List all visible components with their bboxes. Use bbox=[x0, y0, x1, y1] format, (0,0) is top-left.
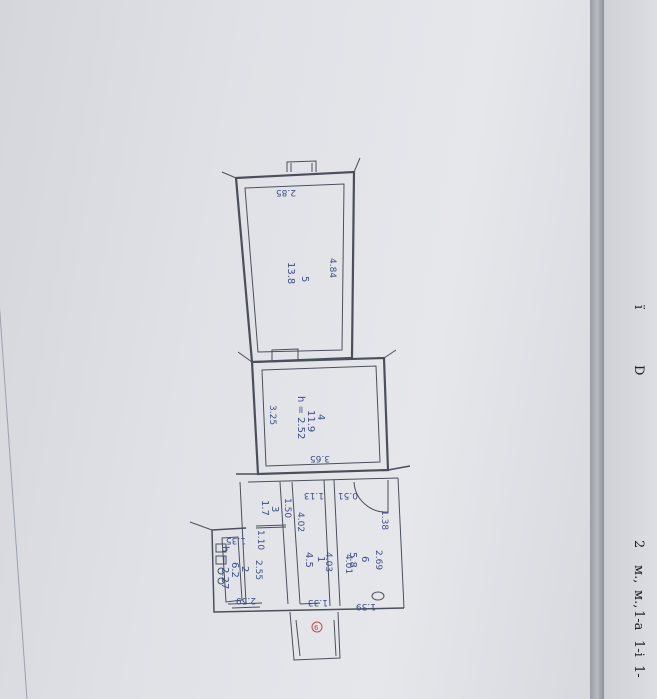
dimension-label: 4.01 bbox=[343, 554, 353, 574]
right-page: 1- 1-i 1-a м., м., 2 D ї bbox=[604, 0, 657, 699]
dimension-label: 1.35 bbox=[226, 535, 246, 545]
dimension-label: 2.59 bbox=[236, 595, 256, 605]
dimension-label: 2.55 bbox=[253, 560, 263, 580]
dimension-label: 2.85 bbox=[276, 187, 296, 197]
dimension-label: 4.84 bbox=[327, 258, 337, 278]
room-number: 1 bbox=[315, 556, 326, 562]
dimension-label: 4.03 bbox=[323, 552, 333, 572]
dimension-label: 1.50 bbox=[282, 498, 292, 518]
room-height: h = 2.52 bbox=[295, 396, 306, 439]
room-number: 3 bbox=[269, 506, 280, 512]
dimension-label: 1.13 bbox=[304, 490, 324, 500]
dimension-label: 2.69 bbox=[373, 550, 383, 570]
room-area: 11.9 bbox=[305, 410, 316, 432]
room-number: 6 bbox=[359, 556, 370, 562]
room-area: 6.2 bbox=[229, 562, 240, 578]
room-height: h = 2.27 bbox=[219, 546, 230, 589]
dimension-label: 3.65 bbox=[310, 453, 330, 463]
room-area: 4.5 bbox=[303, 552, 314, 568]
dimension-label: 0.51 bbox=[338, 490, 358, 500]
dimension-label: 1.10 bbox=[255, 530, 265, 550]
dimension-label: 4.02 bbox=[295, 512, 305, 532]
dimension-label: 1.39 bbox=[356, 601, 376, 611]
binding-gutter bbox=[590, 0, 604, 699]
room-number: 4 bbox=[315, 414, 326, 420]
room-number: 5 bbox=[299, 276, 310, 282]
entrance-marker-label: 6 bbox=[314, 624, 319, 632]
dimension-label: 1.33 bbox=[308, 597, 328, 607]
room-number: 2 bbox=[239, 566, 250, 572]
room-area: 1.7 bbox=[259, 500, 270, 516]
room-area: 13.8 bbox=[285, 262, 296, 284]
room-area: 5.8 bbox=[347, 552, 358, 568]
dimension-label: 1.38 bbox=[379, 510, 389, 530]
dimension-label: 3.25 bbox=[267, 405, 277, 425]
